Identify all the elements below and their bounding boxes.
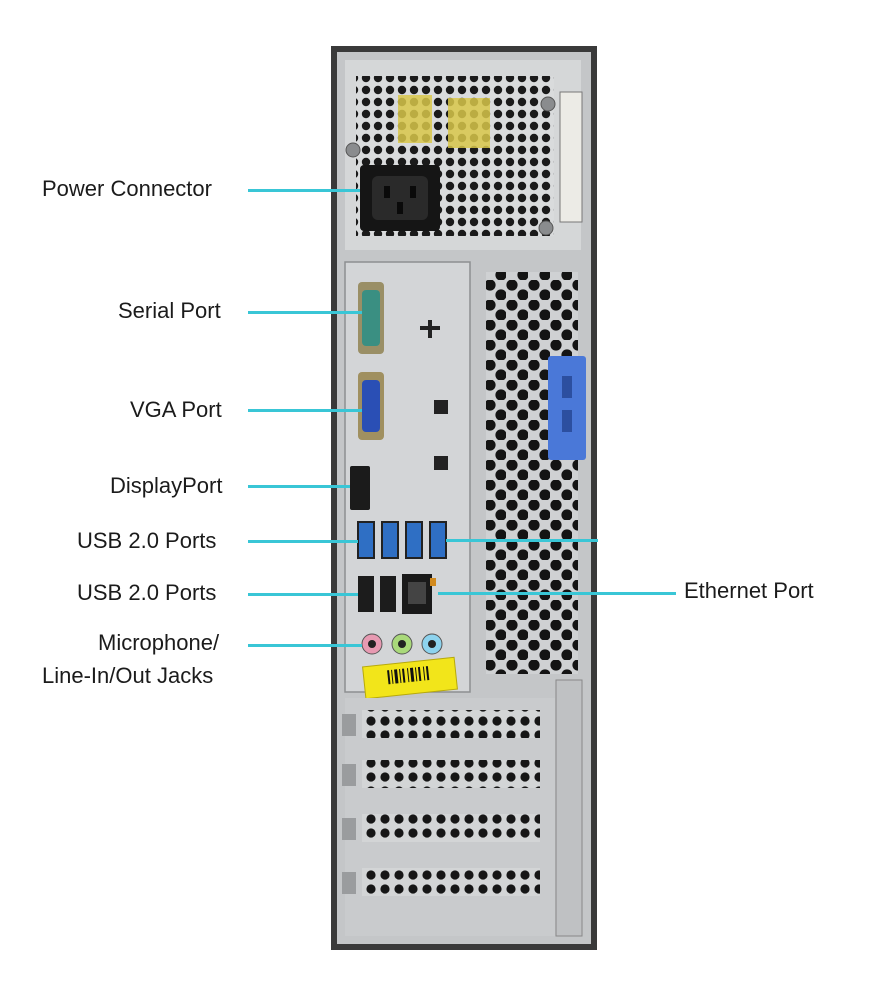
leader-usb-right: [446, 539, 598, 542]
serial-port: [362, 290, 380, 346]
label-usb-lower: USB 2.0 Ports: [77, 580, 217, 605]
hex-vent: [486, 272, 578, 674]
cover-latch: [548, 356, 586, 460]
label-serial-port: Serial Port: [118, 298, 221, 323]
barcode-sticker: [362, 656, 458, 700]
leader-vga: [248, 409, 362, 412]
leader-mic: [248, 644, 362, 647]
usb-port-6: [380, 576, 396, 612]
psu-yellow-tag-2: [448, 98, 490, 148]
expansion-slot-4: [362, 868, 540, 896]
psu-yellow-tag: [398, 95, 432, 143]
leader-ethernet: [438, 592, 676, 595]
label-vga-port: VGA Port: [130, 397, 222, 422]
leader-serial: [248, 311, 362, 314]
label-mic-line1: Microphone/: [98, 630, 220, 655]
usb-port-3: [405, 521, 423, 559]
label-usb-upper: USB 2.0 Ports: [77, 528, 217, 553]
displayport-connector: [350, 466, 370, 510]
usb-port-1: [357, 521, 375, 559]
psu-screw-1: [345, 142, 361, 158]
psu-screw-2: [540, 96, 556, 112]
label-displayport: DisplayPort: [110, 473, 223, 498]
label-mic-line2: Line-In/Out Jacks: [42, 663, 214, 688]
expansion-slot-3: [362, 814, 540, 842]
label-power-connector: Power Connector: [42, 176, 212, 201]
usb-port-5: [358, 576, 374, 612]
vga-port: [362, 380, 380, 432]
label-ethernet-port: Ethernet Port: [684, 578, 814, 603]
usb-port-2: [381, 521, 399, 559]
leader-displayport: [248, 485, 350, 488]
expansion-slot-2: [362, 760, 540, 788]
leader-usb-upper: [248, 540, 358, 543]
psu-screw-3: [538, 220, 554, 236]
expansion-slot-1: [362, 710, 540, 738]
usb-port-4: [429, 521, 447, 559]
leader-power: [248, 189, 360, 192]
leader-usb-lower: [248, 593, 358, 596]
psu-label: [559, 91, 583, 223]
